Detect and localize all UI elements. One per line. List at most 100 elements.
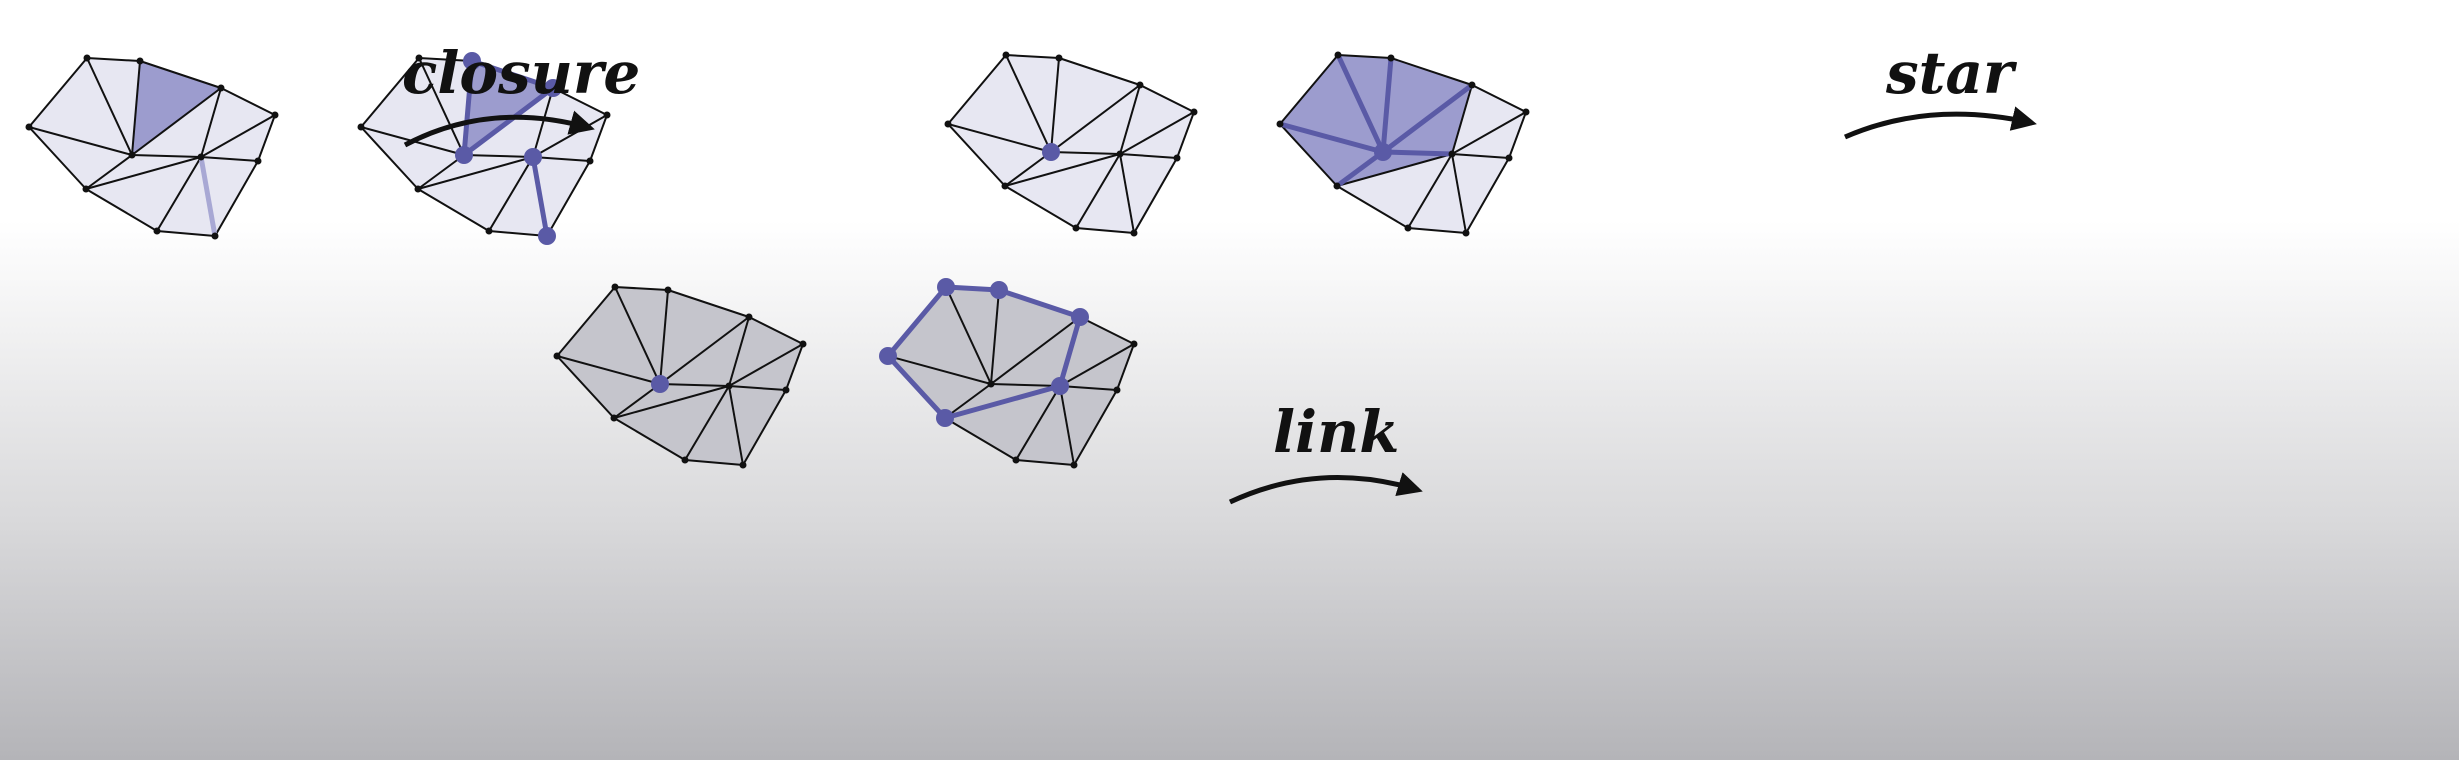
mesh-face (1060, 317, 1134, 386)
mesh-vertex (1002, 51, 1010, 59)
mesh-face (888, 287, 991, 384)
mesh-vertex (1130, 340, 1138, 348)
mesh-edge (1073, 389, 1118, 466)
mesh-edge (417, 188, 490, 232)
mesh-edge (418, 57, 465, 156)
mesh-closure-source (25, 54, 279, 240)
highlighted-vertex (990, 281, 1008, 299)
mesh-face (418, 157, 533, 231)
arrow-icon (1228, 472, 1423, 505)
mesh-vertex (664, 286, 672, 294)
closure-label: closure (402, 39, 640, 107)
mesh-vertex (611, 283, 619, 291)
mesh-edge (947, 123, 1052, 153)
mesh-vertex (217, 84, 225, 92)
mesh-vertex (25, 123, 33, 131)
mesh-edge (131, 154, 202, 158)
highlighted-vertex (455, 146, 473, 164)
mesh-face (1337, 154, 1452, 228)
mesh-edge (85, 188, 158, 232)
mesh-edge (257, 114, 276, 162)
mesh-vertex (1055, 54, 1063, 62)
mesh-vertex (987, 380, 995, 388)
highlighted-face (464, 61, 553, 155)
mesh-edge (214, 160, 259, 237)
mesh-vertex (128, 151, 136, 159)
mesh-face (1016, 386, 1074, 465)
mesh-edge (556, 286, 616, 357)
mesh-edge (1050, 151, 1121, 155)
mesh-edge (1119, 111, 1195, 155)
mesh-face (1120, 154, 1177, 233)
mesh-face (201, 157, 258, 236)
mesh-face (1452, 85, 1526, 154)
mesh-edge (1119, 84, 1141, 155)
mesh-edge (684, 385, 730, 461)
highlighted-vertex (937, 278, 955, 296)
mesh-face (29, 58, 132, 155)
mesh-face (945, 386, 1060, 460)
mesh-face (660, 290, 749, 384)
highlighted-edge (1334, 149, 1386, 189)
mesh-edge (1059, 343, 1135, 387)
mesh-edge (546, 160, 591, 237)
mesh-edge (1390, 57, 1473, 86)
mesh-edge (728, 385, 744, 466)
mesh-edge (131, 60, 141, 156)
mesh-face (1452, 154, 1509, 233)
arrow-icon (1844, 106, 2037, 140)
mesh-vertex (799, 340, 807, 348)
mesh-vertex (1130, 229, 1138, 237)
mesh-vertex (357, 123, 365, 131)
highlighted-vertex (544, 79, 562, 97)
highlighted-vertex (538, 227, 556, 245)
mesh-edge (659, 316, 750, 385)
arrow-icon (403, 110, 595, 148)
mesh-star-source (944, 51, 1198, 237)
mesh-edge (1075, 227, 1135, 234)
mesh-edge (488, 156, 534, 232)
mesh-edge (613, 385, 730, 419)
mesh-face (991, 290, 1080, 384)
mesh-face (489, 157, 547, 236)
mesh-edge (28, 126, 87, 190)
highlighted-face (1280, 55, 1383, 152)
mesh-edge (1058, 57, 1141, 86)
mesh-edge (1451, 153, 1467, 234)
mesh-face (946, 287, 999, 384)
mesh-edge (944, 417, 1017, 461)
mesh-edge (944, 383, 992, 419)
mesh-face (948, 55, 1051, 152)
mesh-edge (1279, 54, 1339, 125)
mesh-edge (1407, 227, 1467, 234)
mesh-edge (552, 87, 608, 116)
mesh-face (614, 386, 729, 460)
mesh-vertex (414, 185, 422, 193)
mesh-vertex (1333, 182, 1341, 190)
mesh-vertex (610, 414, 618, 422)
highlighted-edge (1380, 55, 1394, 155)
mesh-edge (556, 355, 615, 419)
highlighted-face (1383, 58, 1472, 152)
highlighted-edge (885, 284, 949, 359)
mesh-edge (613, 383, 661, 419)
highlighted-edge (1335, 52, 1386, 155)
mesh-vertex (944, 120, 952, 128)
mesh-link-result (879, 278, 1138, 469)
mesh-edge (613, 417, 686, 461)
mesh-vertex (197, 153, 205, 161)
mesh-edge (1050, 84, 1141, 153)
mesh-vertex (1505, 154, 1513, 162)
mesh-edge (1050, 57, 1060, 153)
mesh-edge (1059, 385, 1118, 391)
mesh-edge (728, 316, 750, 387)
highlighted-vertex (1042, 143, 1060, 161)
mesh-vertex (586, 157, 594, 165)
mesh-edge (1176, 111, 1195, 159)
mesh-vertex (271, 111, 279, 119)
mesh-vertex (1276, 120, 1284, 128)
mesh-edge (785, 343, 804, 391)
highlighted-vertex (651, 375, 669, 393)
star-label: star (1885, 39, 2018, 107)
highlighted-edge (530, 154, 550, 239)
